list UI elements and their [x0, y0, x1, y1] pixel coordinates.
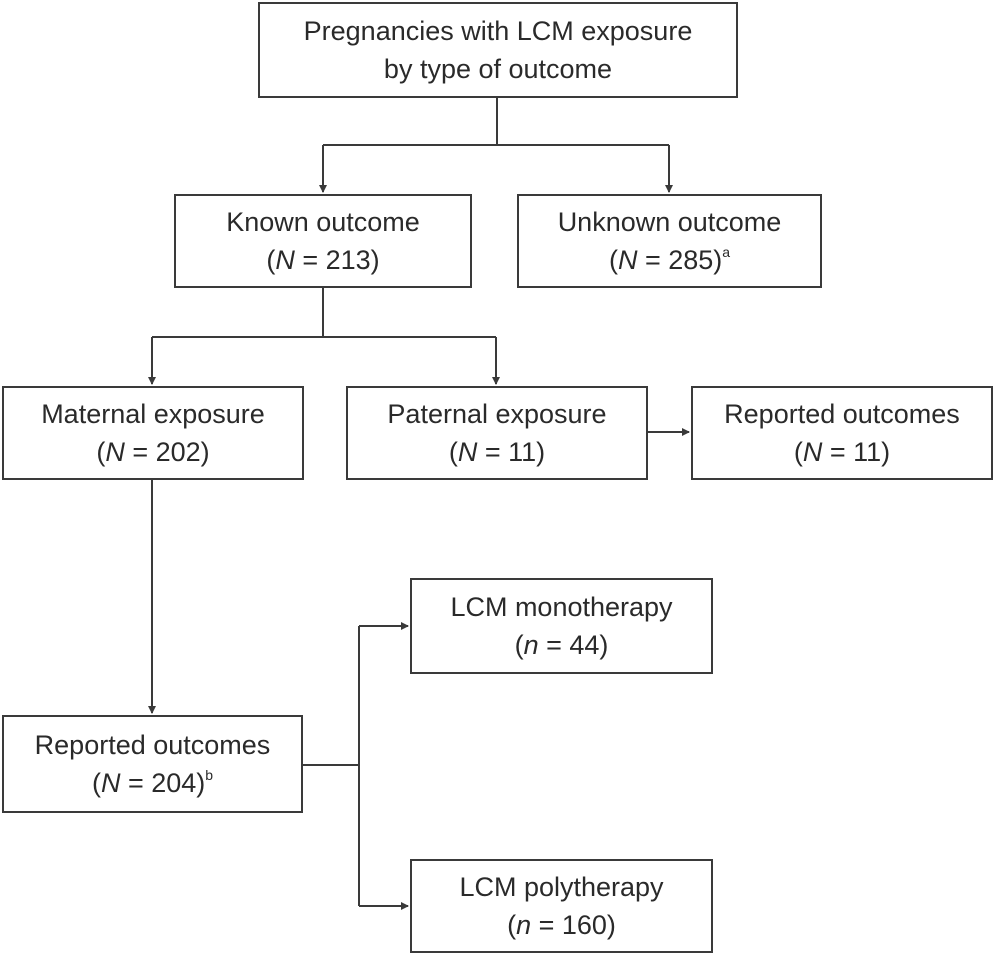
- node-mono-label: LCM monotherapy: [450, 592, 673, 622]
- node-lcm-polytherapy: LCM polytherapy (n = 160): [410, 859, 713, 953]
- node-unknown-label: Unknown outcome: [557, 207, 782, 237]
- node-unknown-outcome: Unknown outcome (N = 285)a: [517, 194, 822, 288]
- node-poly-label: LCM polytherapy: [459, 872, 664, 902]
- connector-known-split: [152, 288, 496, 338]
- node-root: Pregnancies with LCM exposure by type of…: [258, 2, 738, 98]
- node-reported-mat-label: Reported outcomes: [34, 730, 271, 760]
- node-reported-outcomes-paternal: Reported outcomes (N = 11): [691, 386, 993, 480]
- node-reported-mat-count: (N = 204)b: [91, 767, 214, 798]
- node-poly-count: (n = 160): [507, 910, 616, 940]
- connector-root-split: [323, 97, 669, 146]
- footnote-b: b: [205, 767, 214, 783]
- node-lcm-monotherapy: LCM monotherapy (n = 44): [410, 578, 713, 674]
- node-root-line1: Pregnancies with LCM exposure: [303, 16, 693, 46]
- node-paternal-label: Paternal exposure: [387, 399, 607, 429]
- node-paternal-exposure: Paternal exposure (N = 11): [346, 386, 648, 480]
- node-known-label: Known outcome: [226, 207, 420, 237]
- node-maternal-label: Maternal exposure: [41, 399, 265, 429]
- node-known-outcome: Known outcome (N = 213): [174, 194, 472, 288]
- footnote-a: a: [722, 244, 731, 260]
- node-reported-pat-count: (N = 11): [793, 437, 891, 467]
- node-paternal-count: (N = 11): [448, 437, 546, 467]
- node-root-line2: by type of outcome: [383, 54, 613, 84]
- node-reported-pat-label: Reported outcomes: [724, 399, 960, 429]
- node-mono-count: (n = 44): [514, 630, 609, 660]
- connector-reported-split: [303, 626, 360, 906]
- node-reported-outcomes-maternal: Reported outcomes (N = 204)b: [2, 715, 303, 813]
- node-maternal-count: (N = 202): [96, 437, 210, 467]
- node-maternal-exposure: Maternal exposure (N = 202): [2, 386, 304, 480]
- node-unknown-count: (N = 285)a: [608, 244, 731, 275]
- node-known-count: (N = 213): [266, 245, 380, 275]
